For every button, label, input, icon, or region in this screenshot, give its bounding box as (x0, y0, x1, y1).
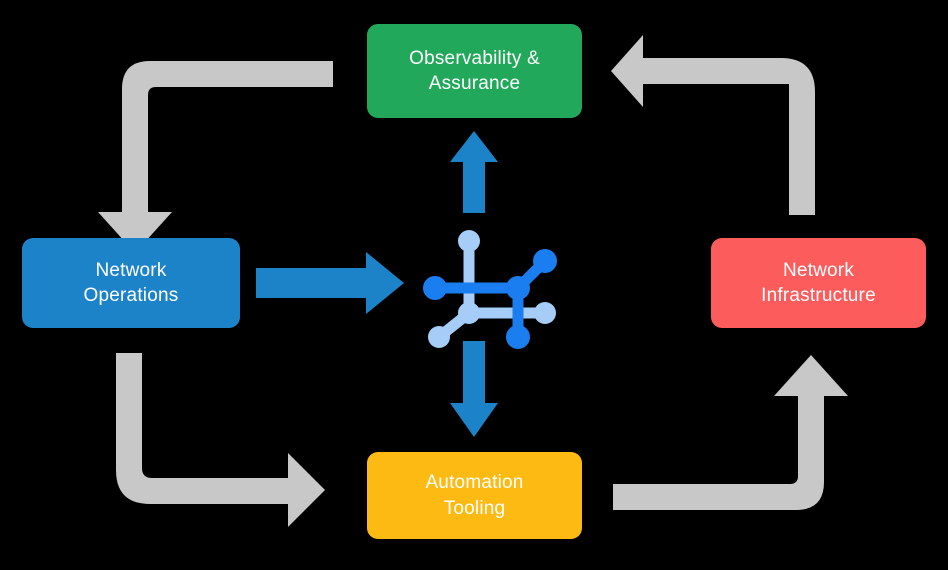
gray-arrow-observability-to-operations (98, 61, 333, 253)
node-label-automation: Automation Tooling (425, 470, 523, 520)
blue-arrow-operations-to-center (256, 252, 404, 314)
node-box-observability[interactable]: Observability & Assurance (367, 24, 582, 118)
node-label-operations-line2: Operations (83, 285, 179, 306)
node-label-observability: Observability & Assurance (409, 46, 540, 96)
node-label-observability-line1: Observability & (409, 47, 540, 69)
node-label-infrastructure-line1: Network (782, 259, 855, 281)
node-box-operations[interactable]: Network Operations (22, 238, 240, 328)
icon-links-secondary (429, 235, 551, 343)
node-label-operations-line1: Network (95, 259, 167, 281)
blue-arrow-center-to-automation (450, 341, 498, 437)
node-label-operations: Network Operations (84, 258, 179, 308)
blue-arrow-center-to-observability (450, 131, 498, 213)
node-box-automation[interactable]: Automation Tooling (367, 452, 582, 539)
node-box-infrastructure[interactable]: Network Infrastructure (711, 238, 926, 328)
icon-links-primary (429, 255, 551, 343)
gray-arrow-automation-to-infrastructure (613, 355, 848, 510)
icon-nodes-primary (423, 249, 557, 349)
node-label-observability-line2: Assurance (428, 73, 521, 94)
gray-arrow-infrastructure-to-observability (611, 35, 815, 215)
icon-nodes-secondary (428, 230, 556, 348)
node-label-infrastructure-line2: Infrastructure (761, 285, 876, 306)
node-label-infrastructure: Network Infrastructure (761, 258, 876, 308)
gray-arrow-operations-to-automation (116, 353, 325, 527)
node-label-automation-line2: Tooling (443, 497, 506, 519)
node-label-automation-line1: Automation (425, 472, 524, 494)
